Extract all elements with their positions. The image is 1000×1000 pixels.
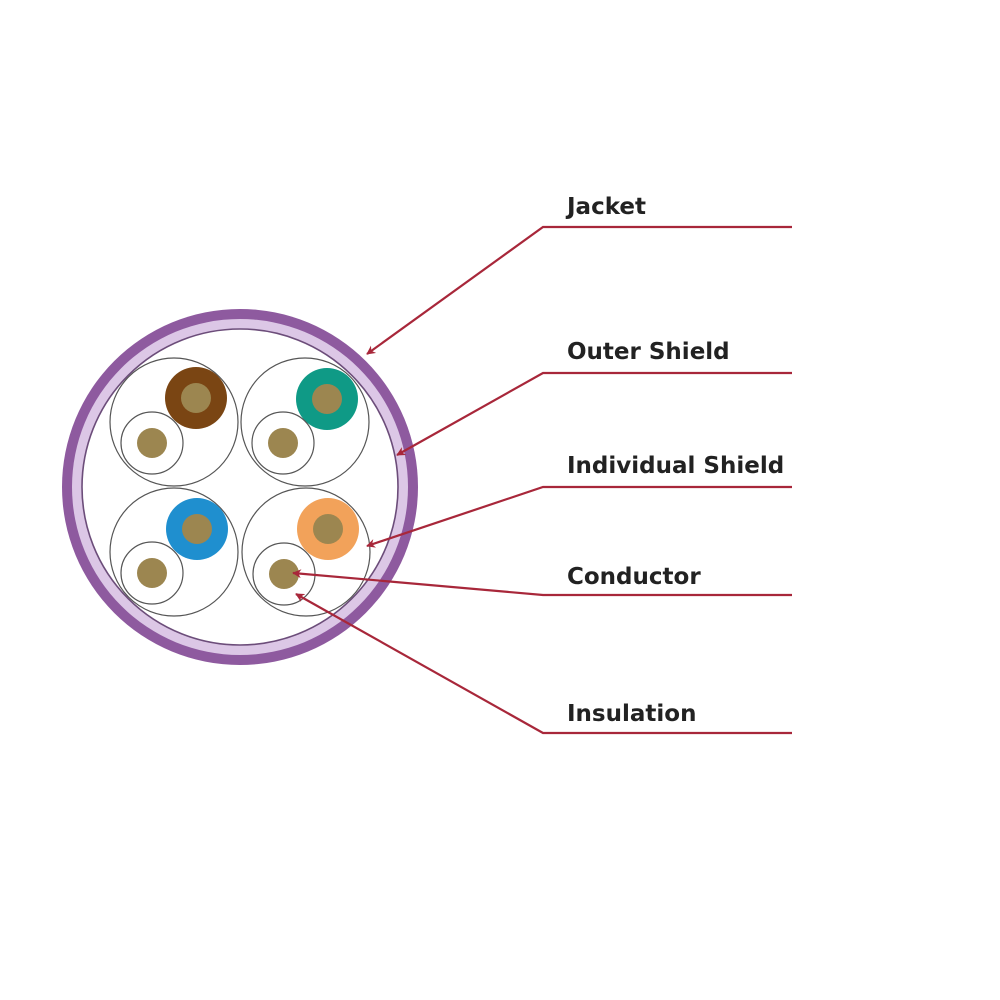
leader-lines xyxy=(292,225,792,735)
conductor xyxy=(269,559,299,589)
conductor xyxy=(313,514,343,544)
conductor xyxy=(182,514,212,544)
label-insulation: Insulation xyxy=(567,701,696,727)
leader-line-individual-shield xyxy=(366,485,792,548)
twisted-pair-blue xyxy=(109,487,239,617)
label-conductor: Conductor xyxy=(567,564,701,590)
twisted-pair-orange xyxy=(241,487,371,617)
twisted-pair-green xyxy=(240,357,370,487)
conductor xyxy=(137,428,167,458)
leader-line-insulation xyxy=(295,593,792,735)
label-outer-shield: Outer Shield xyxy=(567,339,730,365)
conductor xyxy=(181,383,211,413)
labels: Jacket Outer Shield Individual Shield Co… xyxy=(565,194,784,727)
label-jacket: Jacket xyxy=(565,194,646,220)
leader-line-outer-shield xyxy=(396,371,792,456)
conductor xyxy=(312,384,342,414)
cable-cross-section xyxy=(62,309,418,665)
leader-line-conductor xyxy=(292,569,792,597)
conductor xyxy=(268,428,298,458)
twisted-pair-brown xyxy=(109,357,239,487)
label-individual-shield: Individual Shield xyxy=(567,453,784,479)
conductor xyxy=(137,558,167,588)
leader-line-jacket xyxy=(366,225,792,355)
